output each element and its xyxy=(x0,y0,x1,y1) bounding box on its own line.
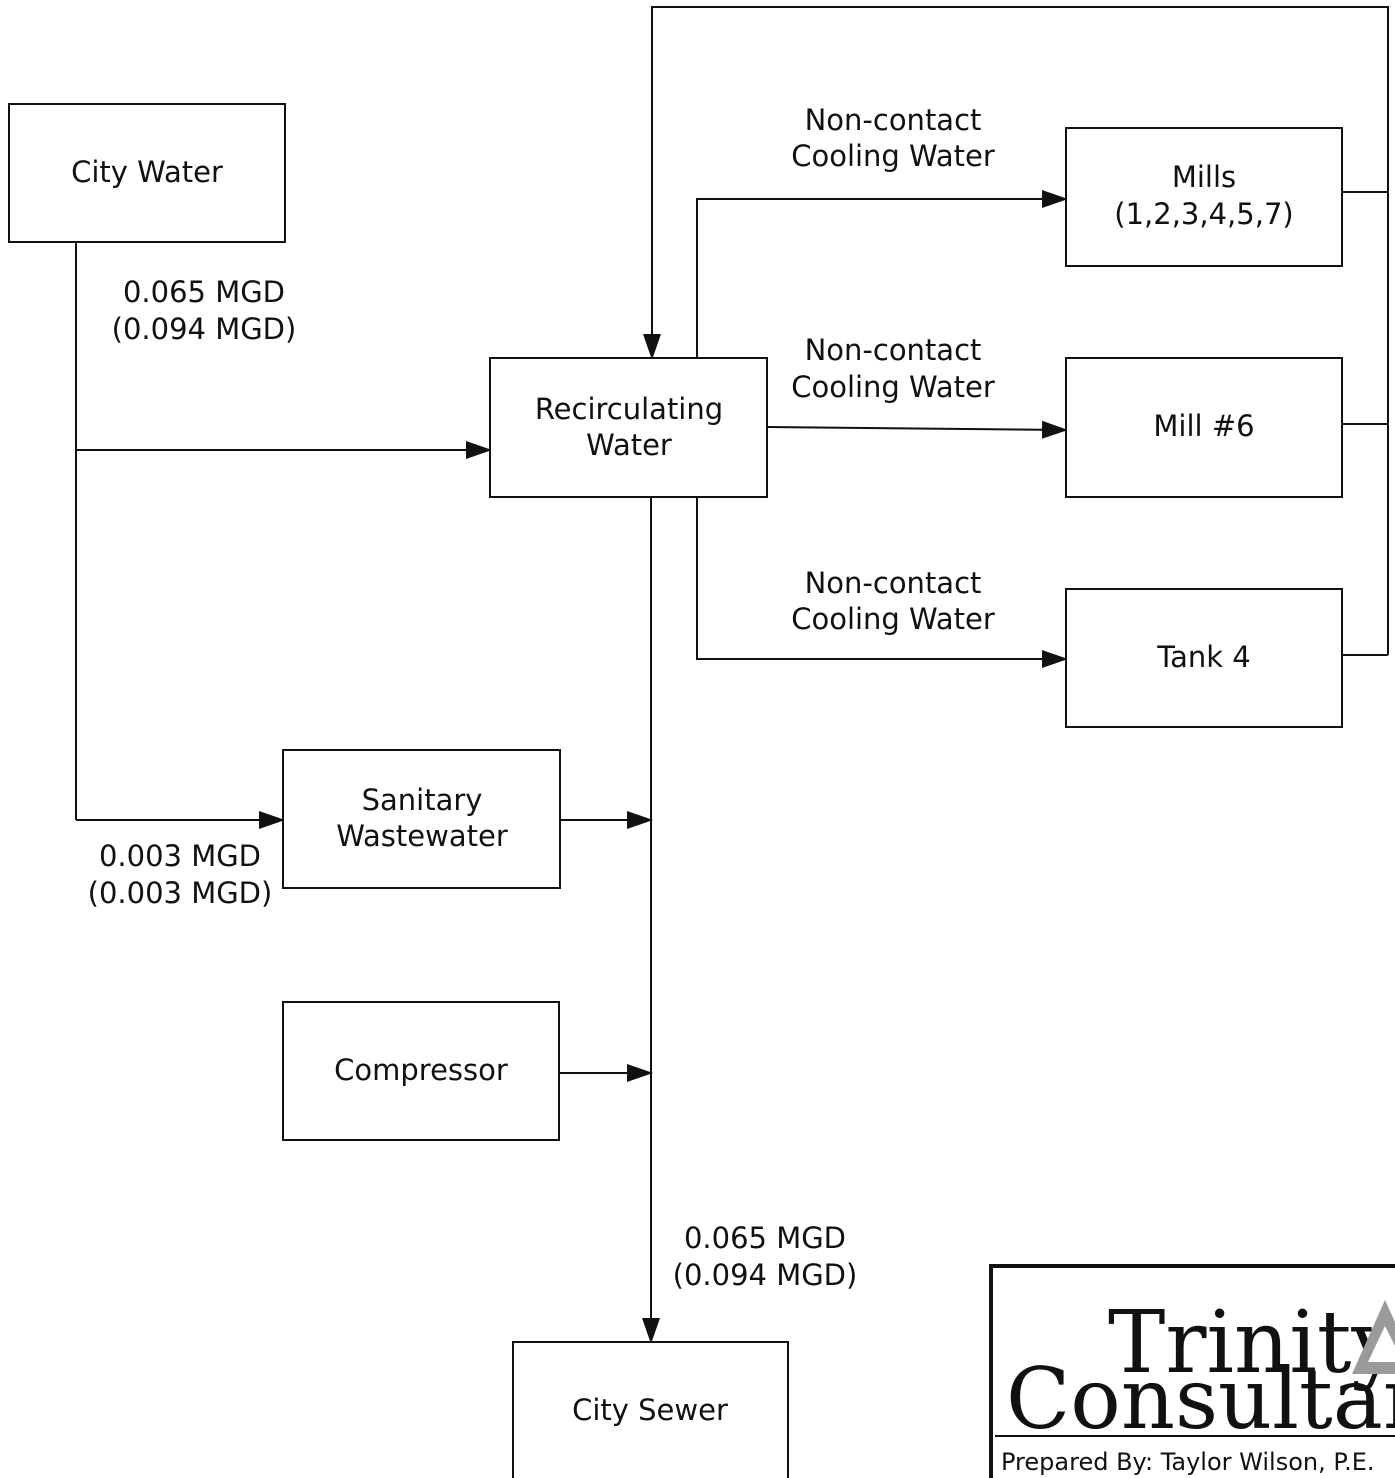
flow-label-line: Cooling Water xyxy=(791,370,995,404)
node-city-water: City Water xyxy=(8,103,286,243)
connector-return-loop xyxy=(643,6,1389,655)
connector-recirculating-to-mills xyxy=(696,190,1068,358)
flow-label-to-sewer: 0.065 MGD (0.094 MGD) xyxy=(673,1221,858,1292)
node-city-sewer: City Sewer xyxy=(512,1341,789,1478)
node-label: Compressor xyxy=(334,1053,508,1087)
node-label: (1,2,3,4,5,7) xyxy=(1114,197,1293,231)
flow-label-cooling-tank4: Non-contact Cooling Water xyxy=(791,566,995,636)
flow-rate: 0.065 MGD xyxy=(123,275,285,309)
node-sanitary-wastewater: Sanitary Wastewater xyxy=(282,749,561,889)
flow-label-line: Non-contact xyxy=(805,333,982,367)
flow-label-cooling-mill6: Non-contact Cooling Water xyxy=(791,333,995,404)
node-tank4: Tank 4 xyxy=(1065,588,1343,728)
node-label: Recirculating xyxy=(535,392,723,426)
node-mill6: Mill #6 xyxy=(1065,357,1343,498)
flow-label-line: Non-contact xyxy=(805,566,982,600)
flow-rate-max: (0.003 MGD) xyxy=(88,876,273,910)
node-label: Sanitary xyxy=(362,783,483,817)
flow-rate-max: (0.094 MGD) xyxy=(673,1258,858,1292)
node-label: Tank 4 xyxy=(1156,640,1251,674)
flow-label-city-water-out: 0.065 MGD (0.094 MGD) xyxy=(112,275,297,346)
node-label: Mills xyxy=(1172,160,1236,194)
logo-trinity-text: Trinity xyxy=(1108,1293,1395,1393)
node-label: Water xyxy=(586,428,672,462)
flow-label-line: Cooling Water xyxy=(791,602,995,636)
node-label: Wastewater xyxy=(336,819,508,853)
node-recirculating-water: Recirculating Water xyxy=(489,357,768,498)
node-label: City Sewer xyxy=(572,1393,728,1427)
connector-recirculating-to-mill6 xyxy=(766,420,1068,439)
flow-label-sanitary-in: 0.003 MGD (0.003 MGD) xyxy=(88,839,273,910)
flow-label-line: Cooling Water xyxy=(791,139,995,173)
prepared-by: Prepared By: Taylor Wilson, P.E. xyxy=(1001,1448,1375,1476)
flow-rate: 0.065 MGD xyxy=(684,1221,846,1255)
logo-block: Trinity Consultants Prepared By: Taylor … xyxy=(989,1264,1395,1478)
node-mills: Mills (1,2,3,4,5,7) xyxy=(1065,127,1343,267)
node-compressor: Compressor xyxy=(282,1001,560,1141)
flow-label-cooling-mills: Non-contact Cooling Water xyxy=(791,103,995,173)
node-label: City Water xyxy=(71,155,223,189)
flow-rate: 0.003 MGD xyxy=(99,839,261,873)
node-label: Mill #6 xyxy=(1153,409,1254,443)
connector-recirculating-to-tank4 xyxy=(696,497,1068,668)
logo-triangle-inner-icon xyxy=(1368,1326,1395,1362)
logo-frame xyxy=(989,1264,1395,1478)
logo-consultants-text: Consultants xyxy=(1006,1350,1395,1448)
flow-label-line: Non-contact xyxy=(805,103,982,137)
flow-rate-max: (0.094 MGD) xyxy=(112,312,297,346)
connectors xyxy=(75,6,1389,1344)
